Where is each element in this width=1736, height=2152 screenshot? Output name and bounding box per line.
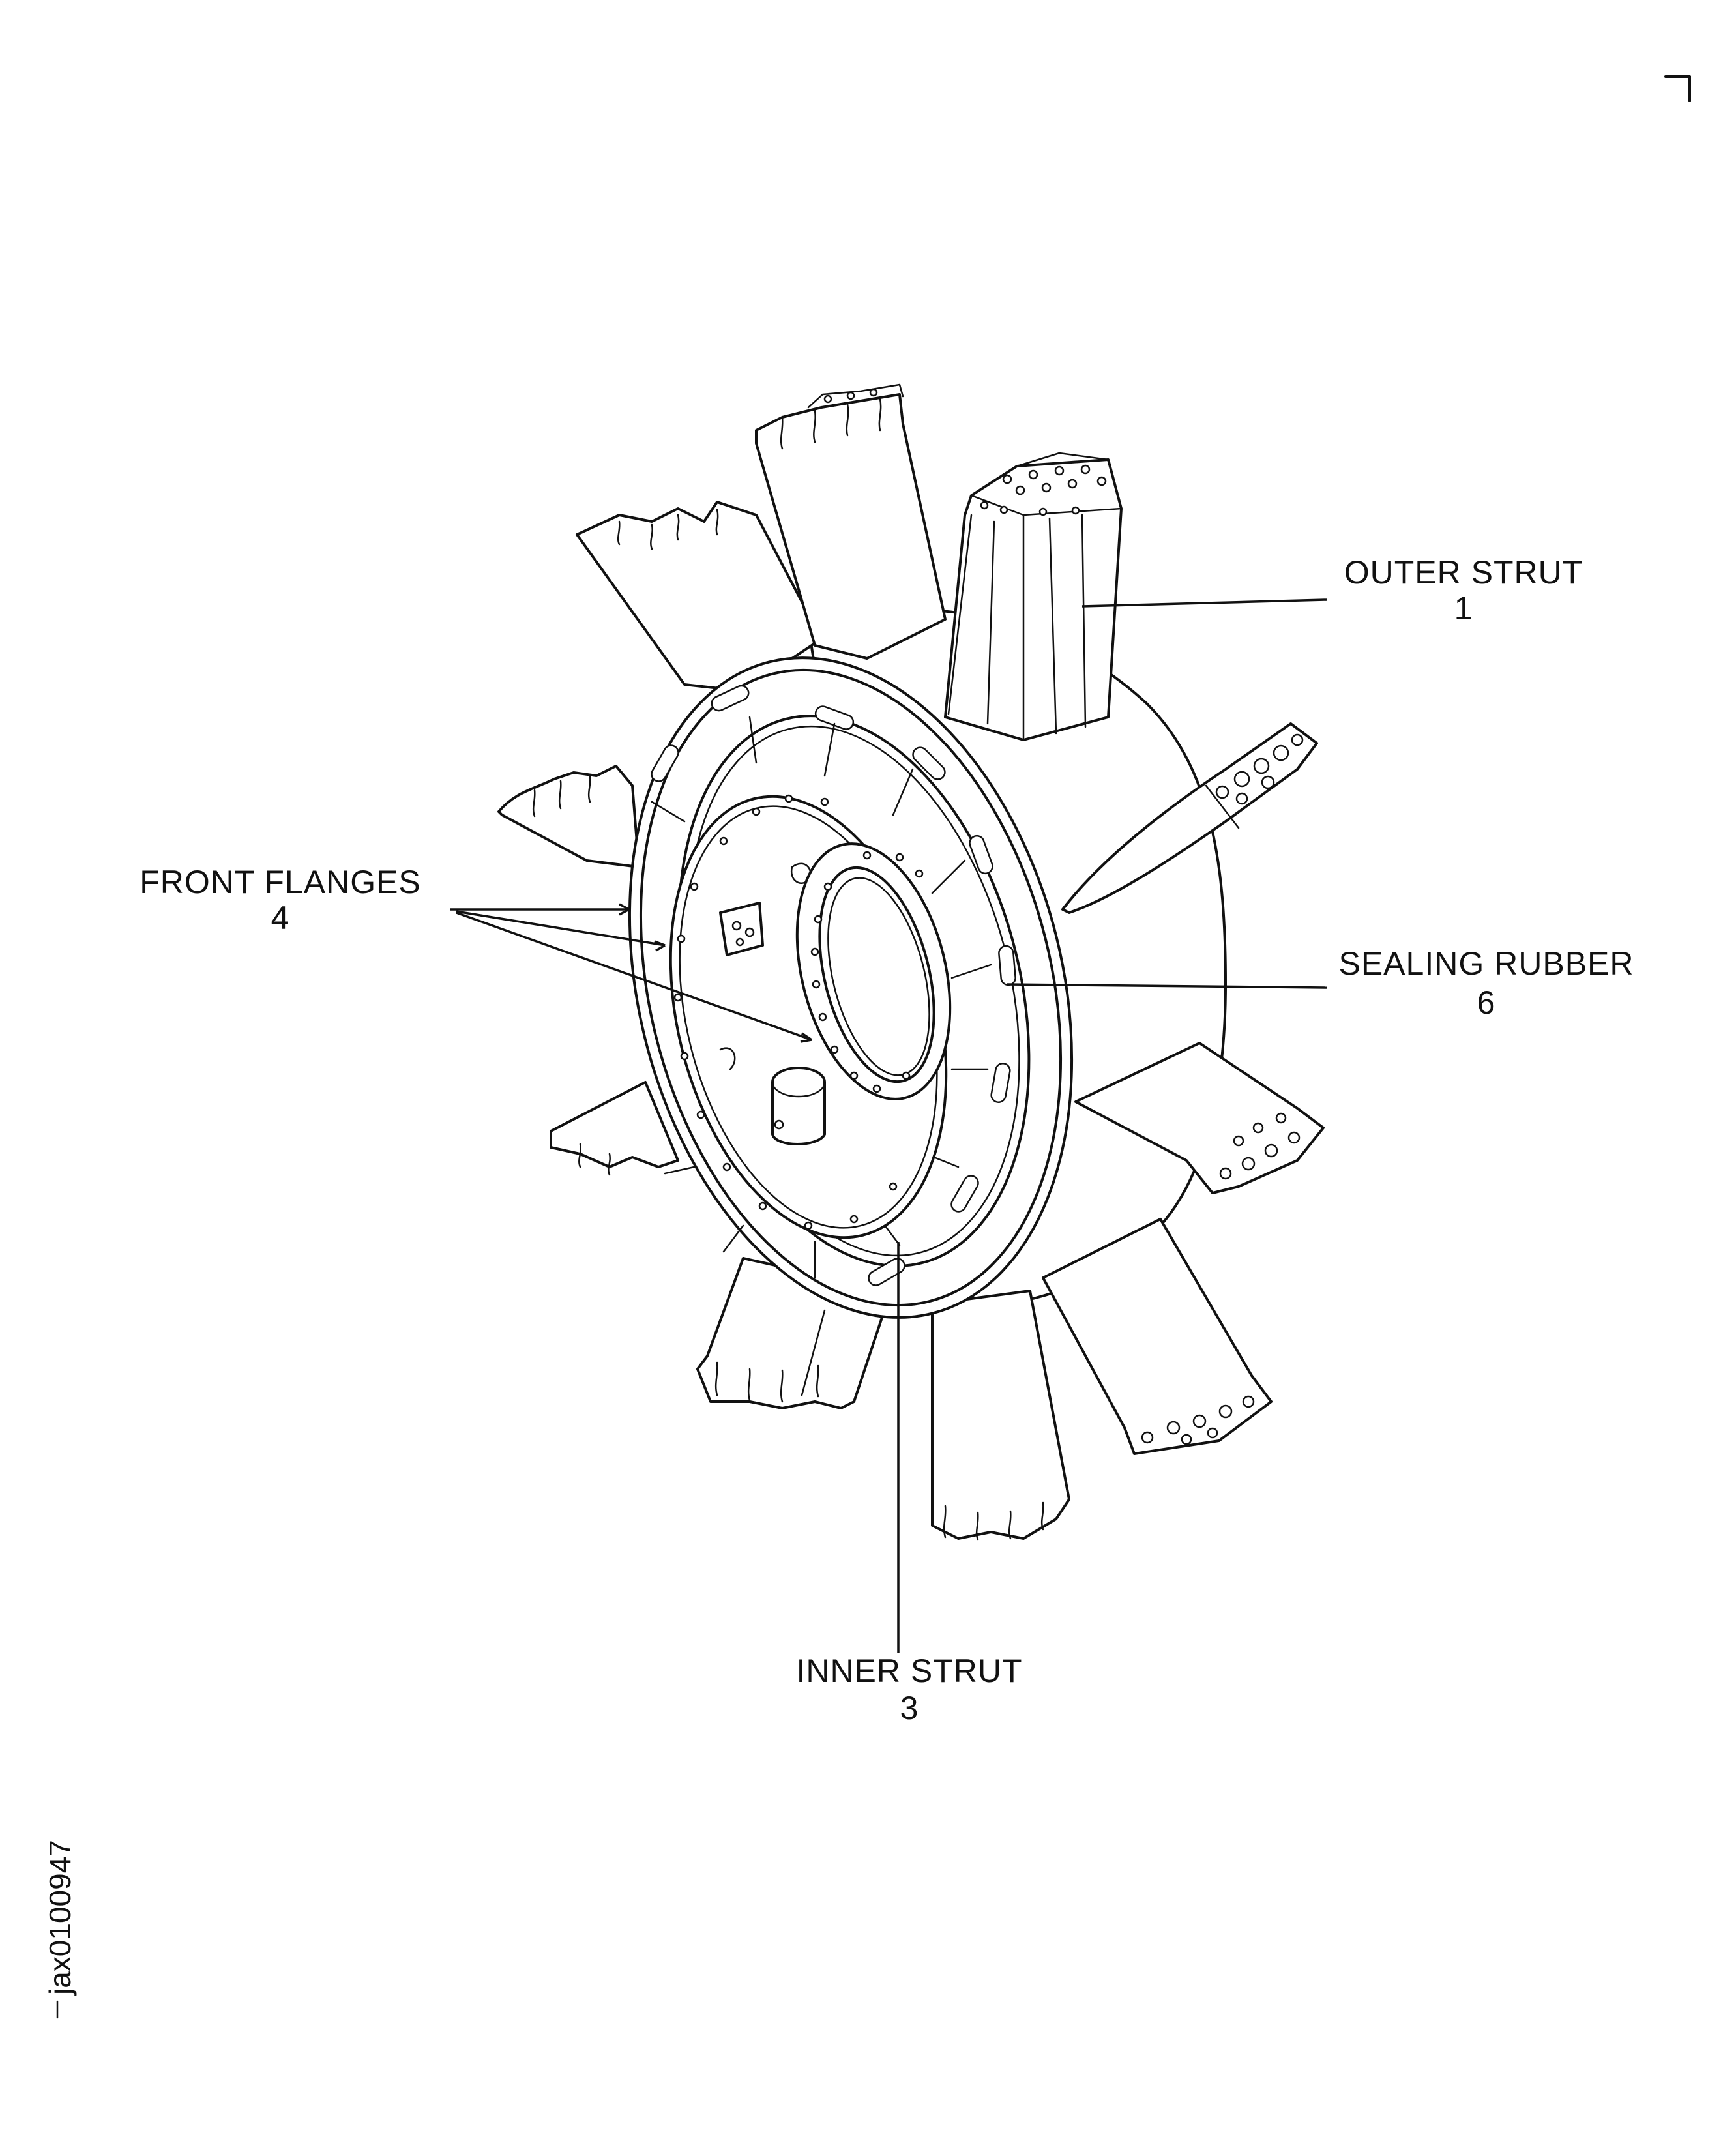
fitting-cylinder <box>771 1067 826 1145</box>
strut-lower-right <box>1042 1218 1273 1455</box>
leader-lines <box>450 598 1327 1653</box>
outer-strut-bolt-holes <box>980 464 1107 516</box>
callout-inner-strut-label: INNER STRUT <box>796 1653 1022 1689</box>
strut-bottom <box>931 1290 1070 1541</box>
center-bore <box>795 842 952 1100</box>
figure-id: jax0100947 <box>43 1840 77 1996</box>
callout-front-flanges-label: FRONT FLANGES <box>140 864 421 900</box>
strut-lower-left <box>550 1081 679 1176</box>
callout-front-flanges: FRONT FLANGES 4 <box>140 864 421 936</box>
strut-right-lower <box>1074 1042 1325 1194</box>
inner-flange-bolt-holes <box>673 794 898 1230</box>
callout-inner-strut-number: 3 <box>900 1690 919 1726</box>
outer-strut-part <box>944 452 1123 741</box>
strut-right-diagonal <box>1061 722 1318 914</box>
leader-sealing-rubber <box>1007 983 1327 989</box>
callout-sealing-rubber-number: 6 <box>1477 984 1496 1021</box>
callout-outer-strut: OUTER STRUT 1 <box>1344 554 1583 626</box>
corner-mark <box>1664 75 1691 102</box>
bore-bolt-holes <box>810 851 924 1093</box>
callout-sealing-rubber: SEALING RUBBER 6 <box>1338 945 1634 1021</box>
ring-spokes <box>651 716 992 1279</box>
callout-sealing-rubber-label: SEALING RUBBER <box>1338 945 1634 982</box>
strut-assembly-illustration <box>497 383 1325 1541</box>
strut-left <box>497 765 640 868</box>
callout-outer-strut-label: OUTER STRUT <box>1344 554 1583 591</box>
triangular-boss <box>719 902 764 956</box>
ring-slots <box>651 685 1016 1286</box>
leader-front-flanges <box>450 903 812 1043</box>
callout-front-flanges-number: 4 <box>271 900 290 936</box>
leader-outer-strut <box>1081 598 1327 608</box>
callout-inner-strut: INNER STRUT 3 <box>796 1653 1022 1726</box>
strut-upper <box>755 383 947 660</box>
callout-outer-strut-number: 1 <box>1454 590 1473 626</box>
